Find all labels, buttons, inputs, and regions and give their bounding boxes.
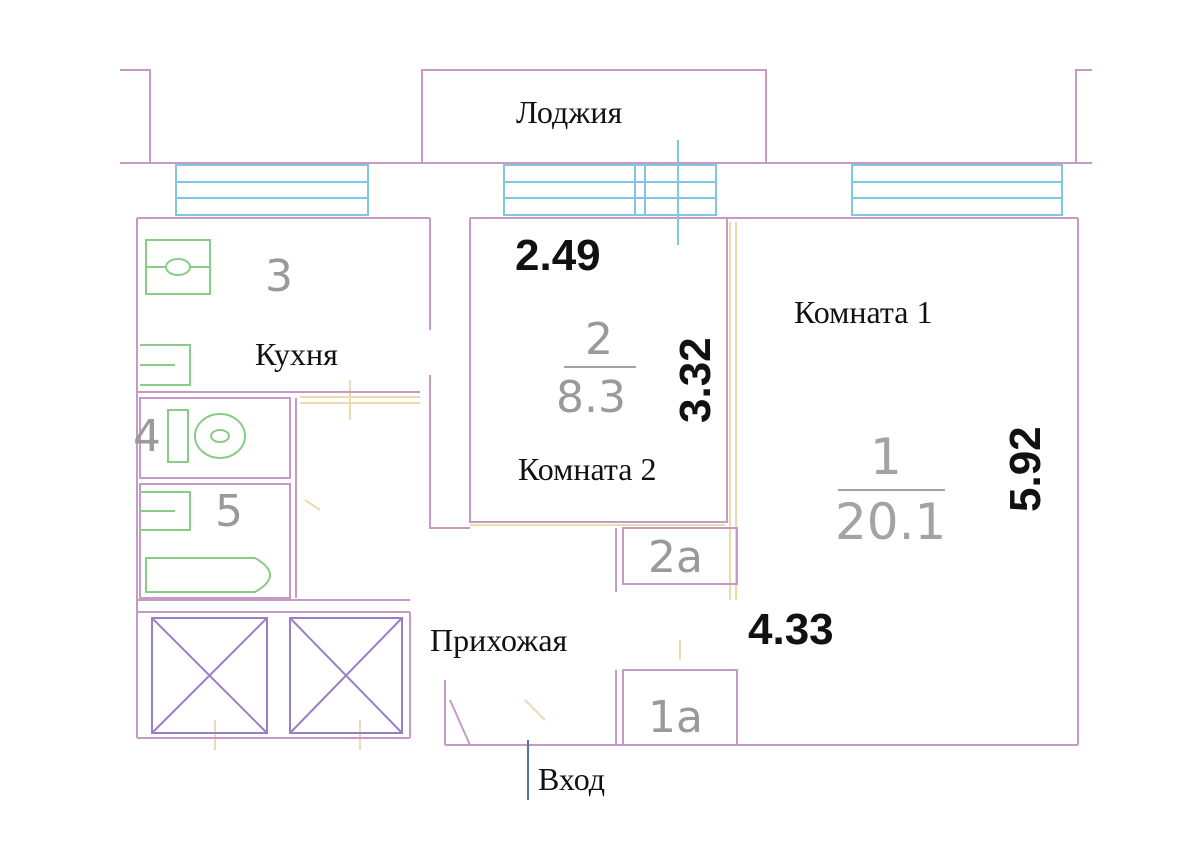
kitchen-sink-icon	[140, 344, 191, 386]
walls	[120, 69, 1092, 746]
closet-2a-number: 2а	[648, 532, 703, 583]
kitchen-number: 3	[265, 251, 293, 302]
toilet-number: 4	[133, 411, 161, 462]
storage-cabinets	[151, 617, 403, 734]
bathtub-icon	[145, 557, 271, 593]
room1-width-dimension: 4.33	[748, 605, 834, 654]
toilet-icon	[167, 409, 189, 463]
windows	[175, 140, 1063, 245]
fixtures	[140, 239, 271, 593]
room2-area: 8.3	[556, 372, 626, 423]
room1-label: Комната 1	[794, 294, 933, 330]
room1-number: 1	[870, 428, 902, 486]
kitchen-label: Кухня	[255, 336, 338, 372]
room2-label: Комната 2	[518, 451, 657, 487]
entrance-door	[449, 699, 471, 746]
room1-area: 20.1	[835, 493, 947, 551]
entrance-label: Вход	[538, 761, 606, 797]
washbasin-icon	[140, 491, 191, 531]
hall-label: Прихожая	[430, 622, 568, 658]
loggia-label: Лоджия	[516, 94, 623, 130]
bath-number: 5	[215, 486, 243, 537]
room1-depth-dimension: 5.92	[1001, 426, 1050, 512]
room2-depth-dimension: 3.32	[671, 337, 720, 423]
closet-1a-number: 1а	[648, 692, 703, 743]
room2-width-dimension: 2.49	[515, 231, 601, 280]
room2-number: 2	[585, 314, 613, 365]
